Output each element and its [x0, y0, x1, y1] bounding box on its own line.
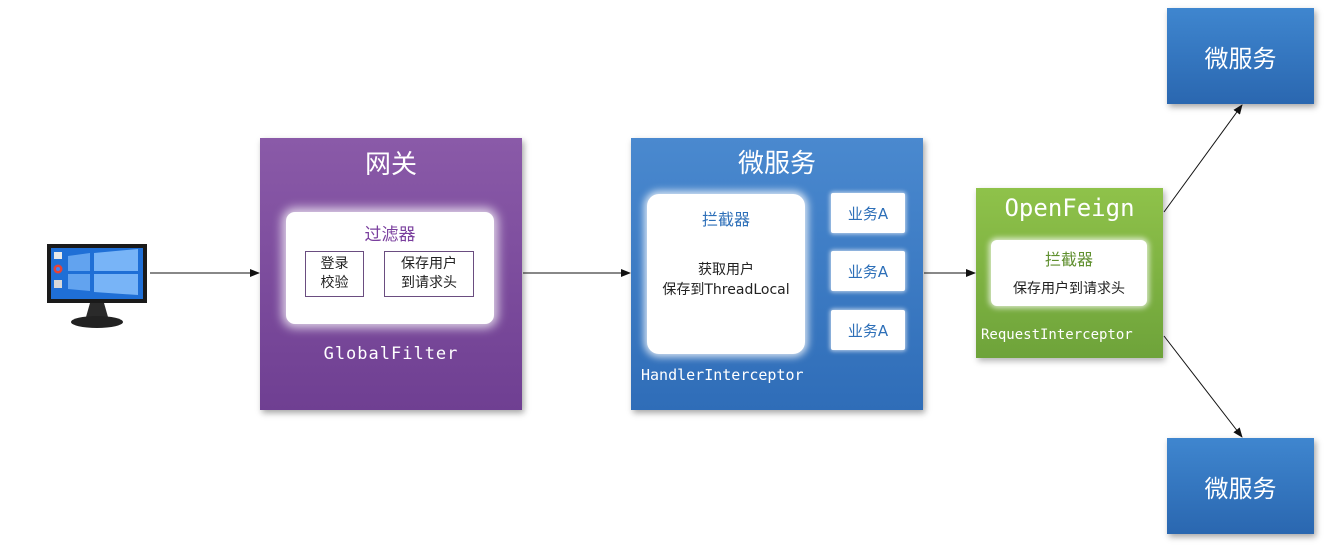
business-a-2: 业务A: [831, 251, 905, 291]
gateway-label: GlobalFilter: [323, 344, 459, 364]
filter-panel: 过滤器 登录 校验 保存用户 到请求头: [286, 212, 494, 324]
service-top: 微服务: [1167, 8, 1314, 104]
openfeign-box: OpenFeign 拦截器 保存用户到请求头 RequestIntercepto…: [976, 188, 1163, 358]
openfeign-label: RequestInterceptor: [981, 327, 1133, 343]
arrow-openfeign-service-bottom: [1163, 335, 1243, 438]
microservice-box: 微服务 拦截器 获取用户 保存到ThreadLocal 业务A 业务A 业务A …: [631, 138, 923, 410]
interceptor-body-line-1: 获取用户: [698, 262, 754, 278]
save-user-line-2: 到请求头: [401, 275, 457, 291]
save-user-line-1: 保存用户: [401, 256, 457, 272]
interceptor-body: 获取用户 保存到ThreadLocal: [647, 260, 805, 300]
login-check-line-1: 登录: [320, 256, 349, 272]
interceptor-panel: 拦截器 获取用户 保存到ThreadLocal: [647, 194, 805, 354]
service-bottom: 微服务: [1167, 438, 1314, 534]
gateway-box: 网关 过滤器 登录 校验 保存用户 到请求头 GlobalFilter: [260, 138, 522, 410]
filter-title: 过滤器: [364, 225, 416, 245]
microservice-title: 微服务: [737, 149, 816, 179]
openfeign-interceptor-panel: 拦截器 保存用户到请求头: [991, 240, 1147, 306]
computer-icon: [46, 243, 148, 329]
interceptor-body-line-2: 保存到ThreadLocal: [662, 282, 790, 298]
login-check-box: 登录 校验: [305, 251, 364, 297]
arrow-openfeign-service-top: [1163, 104, 1243, 213]
openfeign-interceptor-title: 拦截器: [1044, 250, 1093, 269]
business-a-3: 业务A: [831, 310, 905, 350]
login-check-line-2: 校验: [320, 275, 349, 291]
business-a-1: 业务A: [831, 193, 905, 233]
gateway-title: 网关: [364, 150, 417, 180]
microservice-label: HandlerInterceptor: [641, 366, 804, 384]
interceptor-title: 拦截器: [701, 210, 750, 229]
save-user-box: 保存用户 到请求头: [384, 251, 474, 297]
openfeign-title: OpenFeign: [1004, 194, 1135, 222]
openfeign-interceptor-body: 保存用户到请求头: [1013, 281, 1125, 297]
